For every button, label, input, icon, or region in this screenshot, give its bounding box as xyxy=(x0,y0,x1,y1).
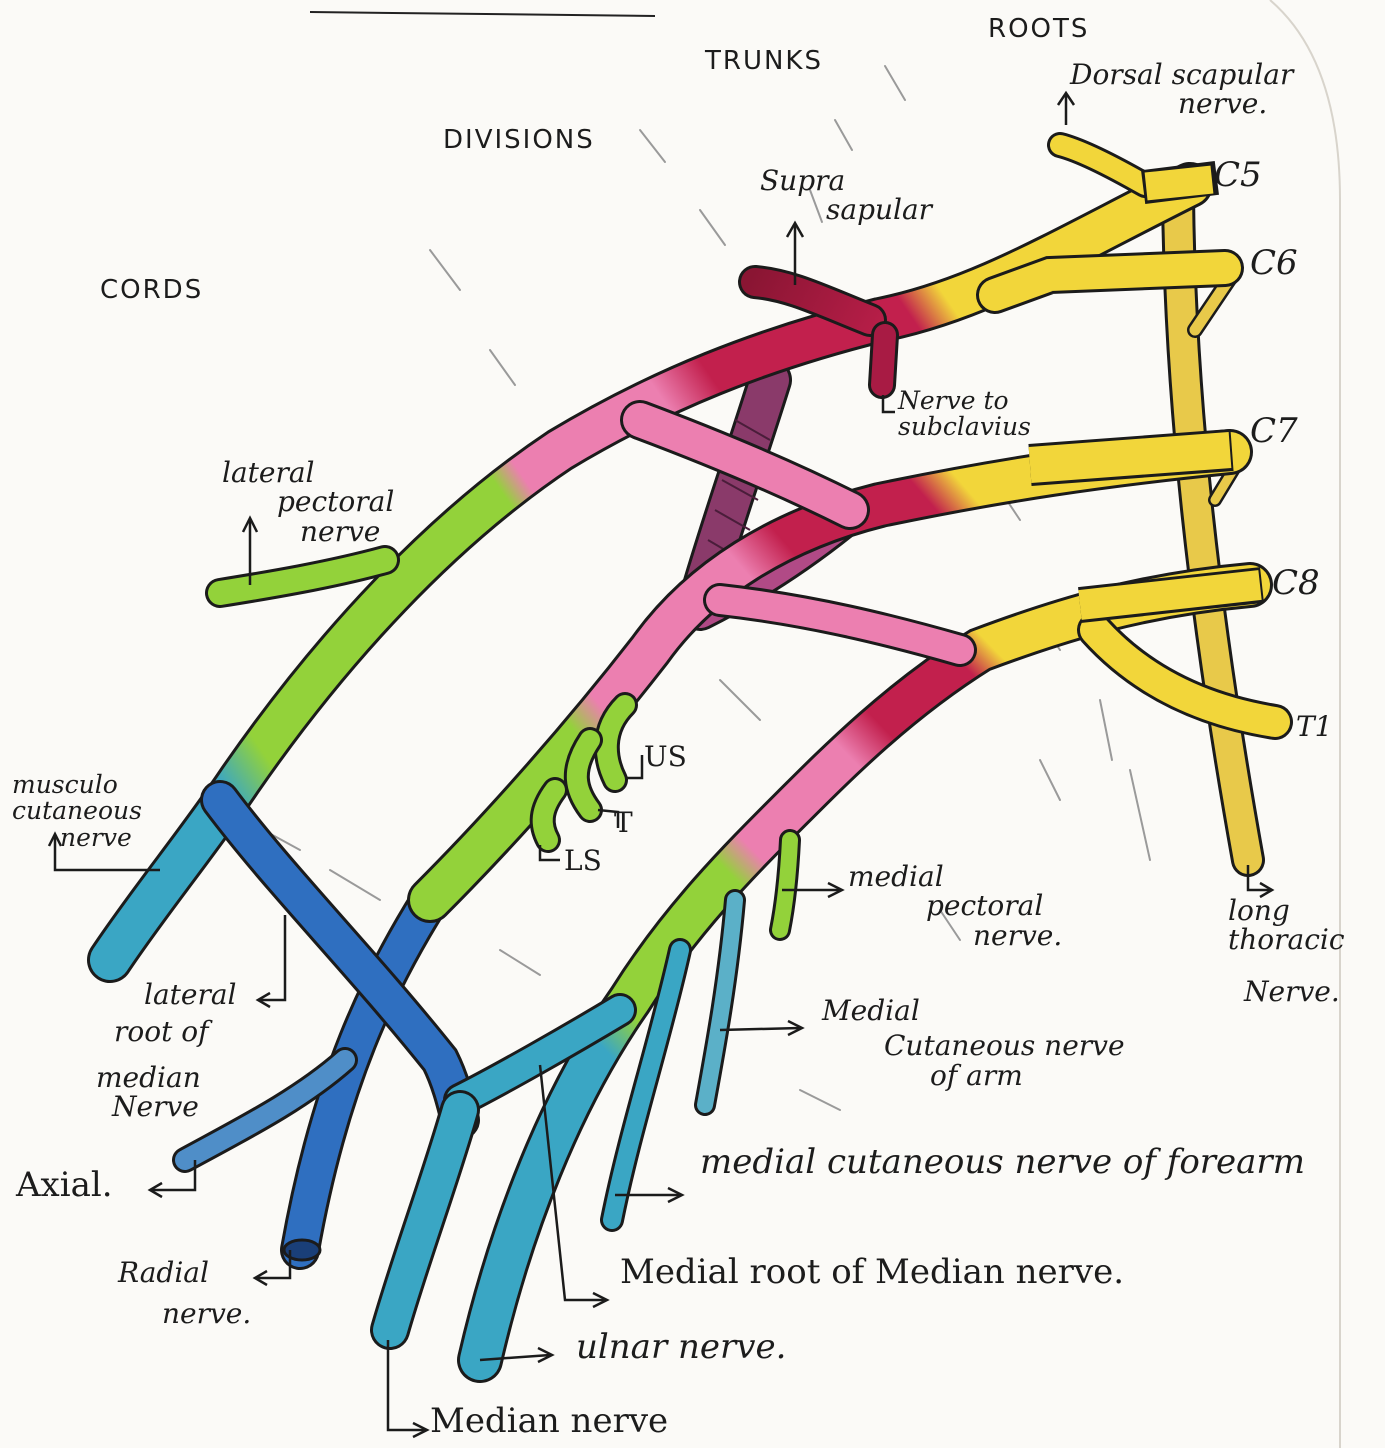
label-radial-nerve: Radial nerve. xyxy=(118,1258,251,1329)
header-divisions: DIVISIONS xyxy=(443,127,595,154)
label-lateral-root-of-median: lateral root of median Nerve xyxy=(96,980,237,1122)
label-medial-pectoral-nerve: medial pectoral nerve. xyxy=(848,862,1062,950)
label-lateral-pectoral-nerve: lateral pectoral nerve xyxy=(222,458,394,546)
header-roots: ROOTS xyxy=(988,16,1089,43)
root-label-c6: C6 xyxy=(1250,246,1298,282)
label-axillary-nerve: Axial. xyxy=(16,1168,113,1204)
lower-trunk-medial-cord-shape xyxy=(390,585,1275,1360)
label-nerve-to-subclavius: Nerve to subclavius xyxy=(898,388,1031,441)
label-dorsal-scapular-nerve: Dorsal scapular nerve. xyxy=(1070,60,1293,119)
header-trunks: TRUNKS xyxy=(705,48,823,75)
label-lower-subscapular: LS xyxy=(564,846,602,875)
root-label-t1: T1 xyxy=(1296,712,1333,741)
root-label-c8: C8 xyxy=(1272,566,1320,602)
root-label-c5: C5 xyxy=(1214,158,1262,194)
label-medial-cutaneous-nerve-of-forearm: medial cutaneous nerve of forearm xyxy=(700,1145,1305,1181)
label-thoracodorsal: T xyxy=(614,808,633,837)
label-median-nerve: Median nerve xyxy=(430,1404,668,1440)
label-suprascapular-nerve: Supra sapular xyxy=(760,166,932,225)
label-medial-root-of-median-nerve: Medial root of Median nerve. xyxy=(620,1255,1124,1291)
long-thoracic-nerve-shape xyxy=(1178,195,1248,860)
label-upper-subscapular: US xyxy=(644,742,687,771)
label-medial-cutaneous-nerve-of-arm: Medial Cutaneous nerve of arm xyxy=(822,996,1125,1090)
root-label-c7: C7 xyxy=(1250,414,1298,450)
label-long-thoracic-nerve: long thoracic Nerve. xyxy=(1228,896,1345,1006)
label-musculocutaneous-nerve: musculo cutaneous nerve xyxy=(12,772,142,851)
header-cords: CORDS xyxy=(100,277,203,304)
label-ulnar-nerve: ulnar nerve. xyxy=(576,1330,786,1366)
